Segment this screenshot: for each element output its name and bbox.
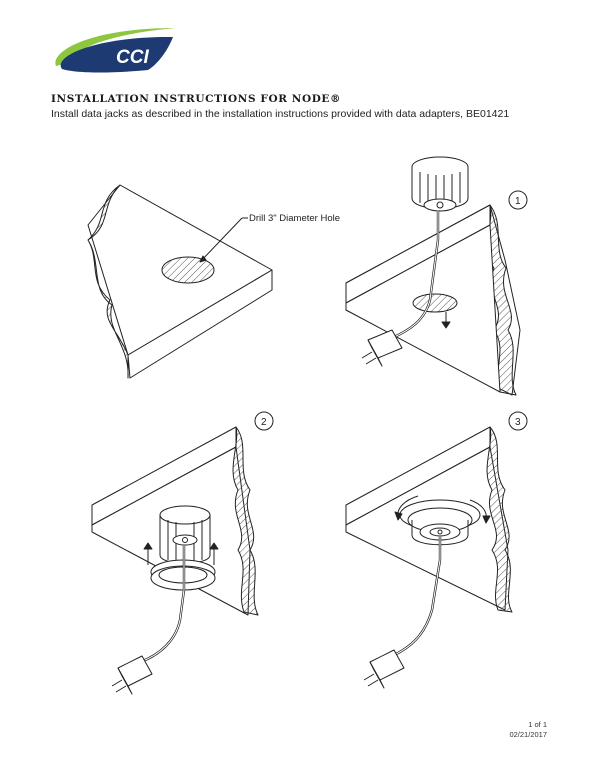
logo-navy-band xyxy=(60,36,173,73)
step-3-badge xyxy=(508,411,528,431)
logo-text: CCI xyxy=(116,47,149,68)
page-subtitle: Install data jacks as described in the i… xyxy=(51,108,510,120)
node-unit-step-1 xyxy=(411,156,469,212)
plug-step-1 xyxy=(361,329,403,367)
plug-step-2 xyxy=(111,655,153,695)
cci-logo: CCI xyxy=(55,28,176,73)
drill-hole xyxy=(161,256,215,284)
step-3-number: 3 xyxy=(515,417,521,428)
drill-label: Drill 3" Diameter Hole xyxy=(249,213,340,224)
document-date: 02/21/2017 xyxy=(509,730,547,739)
figure-step-1 xyxy=(345,156,528,396)
step-2-badge xyxy=(254,411,274,431)
step-2-number: 2 xyxy=(261,417,267,428)
hole-step-1 xyxy=(412,293,458,313)
drill-leader xyxy=(199,217,243,263)
figure-step-2 xyxy=(91,411,274,695)
step-1-badge xyxy=(508,190,528,210)
page-footer: 1 of 1 02/21/2017 xyxy=(509,720,547,740)
page-title: INSTALLATION INSTRUCTIONS FOR NODE® xyxy=(51,93,342,105)
step-1-number: 1 xyxy=(515,196,521,207)
figure-drill-hole xyxy=(87,184,273,379)
plug-step-3 xyxy=(363,649,405,689)
figure-step-3 xyxy=(345,411,528,689)
page-number: 1 of 1 xyxy=(528,720,547,729)
